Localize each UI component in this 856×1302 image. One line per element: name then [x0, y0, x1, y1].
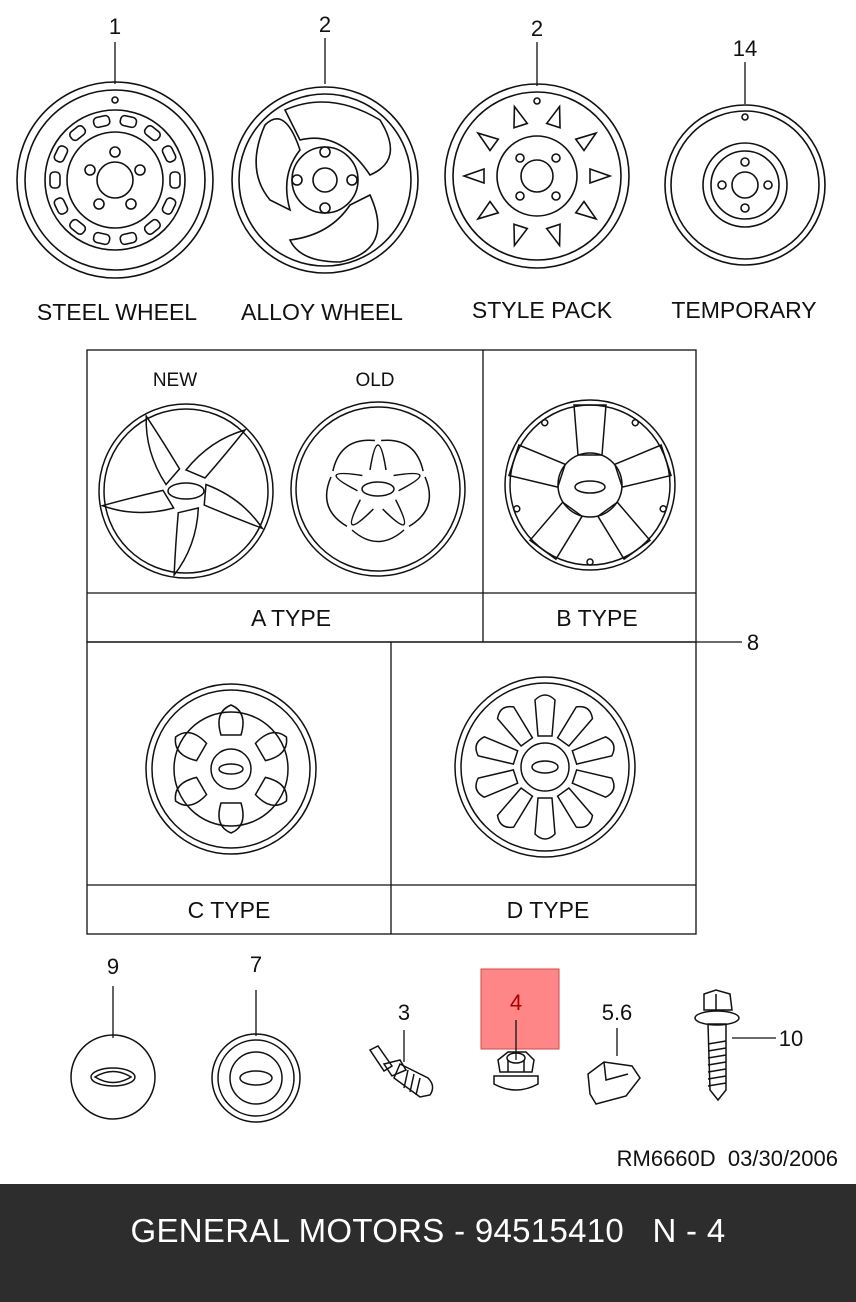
alloy-wheel-illustration: [231, 86, 419, 274]
wheel-nut-4: [493, 1051, 539, 1091]
style-pack-caption: STYLE PACK: [472, 297, 613, 323]
c-type-caption: C TYPE: [188, 897, 271, 923]
old-label: OLD: [355, 370, 394, 391]
footer-bar: GENERAL MOTORS - 94515410 N - 4: [0, 1184, 856, 1302]
callout-3: 3: [398, 1000, 410, 1025]
parts-diagram: 1 STEEL WHEEL 2 ALLOY WHEEL 2 STYLE PACK: [16, 12, 838, 1171]
part-4-highlight[interactable]: [480, 968, 560, 1050]
drawing-reference: RM6660D 03/30/2006: [617, 1146, 838, 1171]
d-type-caption: D TYPE: [507, 897, 590, 923]
steel-wheel-caption: STEEL WHEEL: [37, 299, 197, 325]
callout-8: 8: [747, 630, 759, 655]
d-type-cover: [454, 676, 636, 858]
callout-14: 14: [733, 36, 757, 61]
wheel-cover-grid: [86, 349, 742, 935]
alloy-wheel-caption: ALLOY WHEEL: [241, 299, 403, 325]
bolt-10: [694, 989, 740, 1102]
callout-5-6: 5.6: [602, 1000, 633, 1025]
balance-weight-5-6: [587, 1061, 641, 1105]
callout-2-style: 2: [531, 16, 543, 41]
center-cap-9: [70, 1034, 156, 1120]
b-type-caption: B TYPE: [556, 605, 637, 631]
a-type-old-cover: [290, 401, 466, 577]
new-label: NEW: [153, 370, 197, 391]
callout-2-alloy: 2: [319, 12, 331, 37]
steel-wheel-illustration: [16, 81, 214, 279]
a-type-new-cover: [98, 403, 274, 579]
footer-part-number: GENERAL MOTORS - 94515410 N - 4: [130, 1212, 726, 1249]
c-type-cover: [145, 683, 317, 855]
a-type-caption: A TYPE: [251, 605, 331, 631]
temporary-caption: TEMPORARY: [671, 297, 816, 323]
b-type-cover: [504, 399, 676, 571]
center-cap-7: [211, 1033, 301, 1123]
style-pack-wheel-illustration: [444, 83, 630, 269]
tire-valve-3: [368, 1045, 434, 1098]
callout-4: 4: [510, 990, 522, 1015]
callout-1: 1: [109, 14, 121, 39]
callout-9: 9: [107, 954, 119, 979]
callout-7: 7: [250, 952, 262, 977]
temporary-wheel-illustration: [664, 104, 826, 266]
callout-10: 10: [779, 1026, 803, 1051]
